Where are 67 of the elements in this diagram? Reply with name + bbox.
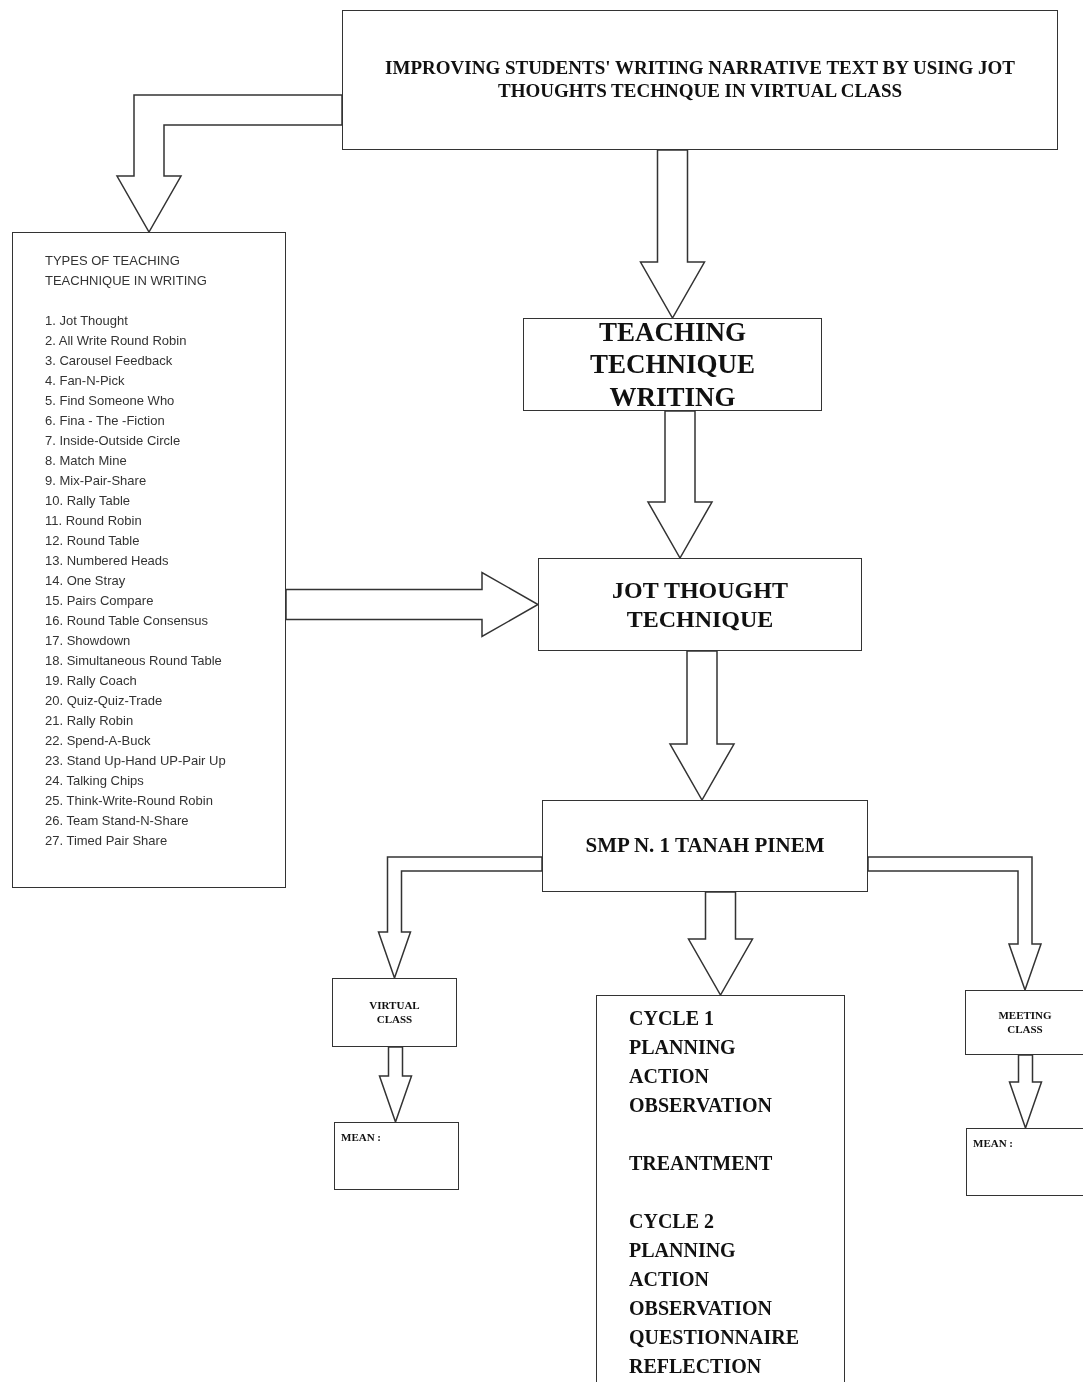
list-item: 13. Numbered Heads — [45, 552, 169, 570]
list-item: 19. Rally Coach — [45, 672, 137, 690]
title-text: IMPROVING STUDENTS' WRITING NARRATIVE TEXT BY USING JOT THOUGHTS TECHNQUE IN VIRTUAL CLASS — [384, 57, 1016, 103]
list-item: 24. Talking Chips — [45, 772, 144, 790]
list-item: 17. Showdown — [45, 632, 131, 650]
list-item: 26. Team Stand-N-Share — [45, 812, 189, 830]
list-item: 21. Rally Robin — [45, 712, 134, 730]
step-label: QUESTIONNAIRE — [629, 1325, 800, 1350]
box-label: JOT THOUGHT TECHNIQUE — [611, 575, 789, 634]
step-label: PLANNING — [629, 1035, 736, 1060]
list-item: 15. Pairs Compare — [45, 592, 154, 610]
list-item: 27. Timed Pair Share — [45, 832, 168, 850]
block-arrow — [687, 891, 754, 997]
step-label: REFLECTION — [629, 1354, 762, 1379]
list-item: 5. Find Someone Who — [45, 392, 175, 410]
list-item: 14. One Stray — [45, 572, 126, 590]
list-item: 4. Fan-N-Pick — [45, 372, 125, 390]
result-box — [334, 1122, 459, 1190]
list-box — [12, 232, 286, 888]
block-arrow — [668, 650, 736, 802]
field-label: MEAN : — [973, 1137, 1014, 1151]
result-box — [966, 1128, 1083, 1196]
list-item: 12. Round Table — [45, 532, 140, 550]
box-label: SMP N. 1 TANAH PINEM — [584, 833, 826, 859]
block-arrow — [377, 856, 543, 981]
box-label: MEETING CLASS — [997, 1009, 1053, 1036]
step-label: TREANTMENT — [629, 1151, 773, 1176]
process-box — [523, 318, 822, 411]
list-item: 22. Spend-A-Buck — [45, 732, 151, 750]
field-label: MEAN : — [341, 1131, 382, 1145]
box-label: TEACHING TECHNIQUE WRITING — [588, 315, 756, 414]
list-item: 7. Inside-Outside Circle — [45, 432, 181, 450]
process-box — [596, 995, 845, 1382]
list-item: 3. Carousel Feedback — [45, 352, 173, 370]
process-box — [332, 978, 457, 1047]
list-item: 16. Round Table Consensus — [45, 612, 209, 630]
block-arrow — [115, 94, 343, 234]
list-item: 2. All Write Round Robin — [45, 332, 187, 350]
process-box — [965, 990, 1083, 1055]
list-item: 23. Stand Up-Hand UP-Pair Up — [45, 752, 226, 770]
list-item: 1. Jot Thought — [45, 312, 128, 330]
box-label: VIRTUAL CLASS — [368, 999, 421, 1026]
block-arrow — [639, 149, 706, 320]
title-box — [342, 10, 1058, 150]
process-box — [542, 800, 868, 892]
step-label: OBSERVATION — [629, 1296, 773, 1321]
list-item: 11. Round Robin — [45, 512, 142, 530]
block-arrow — [646, 410, 714, 560]
step-label: OBSERVATION — [629, 1093, 773, 1118]
list-item: 20. Quiz-Quiz-Trade — [45, 692, 163, 710]
block-arrow — [867, 856, 1043, 993]
list-item: 8. Match Mine — [45, 452, 127, 470]
list-heading: TYPES OF TEACHING TEACHNIQUE IN WRITING — [45, 252, 208, 290]
process-box — [538, 558, 862, 651]
step-label: CYCLE 1 — [629, 1006, 714, 1031]
step-label: ACTION — [629, 1064, 709, 1089]
step-label: ACTION — [629, 1267, 709, 1292]
step-label: PLANNING — [629, 1238, 736, 1263]
block-arrow — [285, 571, 540, 638]
block-arrow — [1008, 1054, 1043, 1131]
list-item: 10. Rally Table — [45, 492, 131, 510]
list-item: 25. Think-Write-Round Robin — [45, 792, 213, 810]
block-arrow — [378, 1046, 413, 1125]
list-item: 9. Mix-Pair-Share — [45, 472, 147, 490]
step-label: CYCLE 2 — [629, 1209, 714, 1234]
list-item: 18. Simultaneous Round Table — [45, 652, 222, 670]
list-item: 6. Fina - The -Fiction — [45, 412, 165, 430]
